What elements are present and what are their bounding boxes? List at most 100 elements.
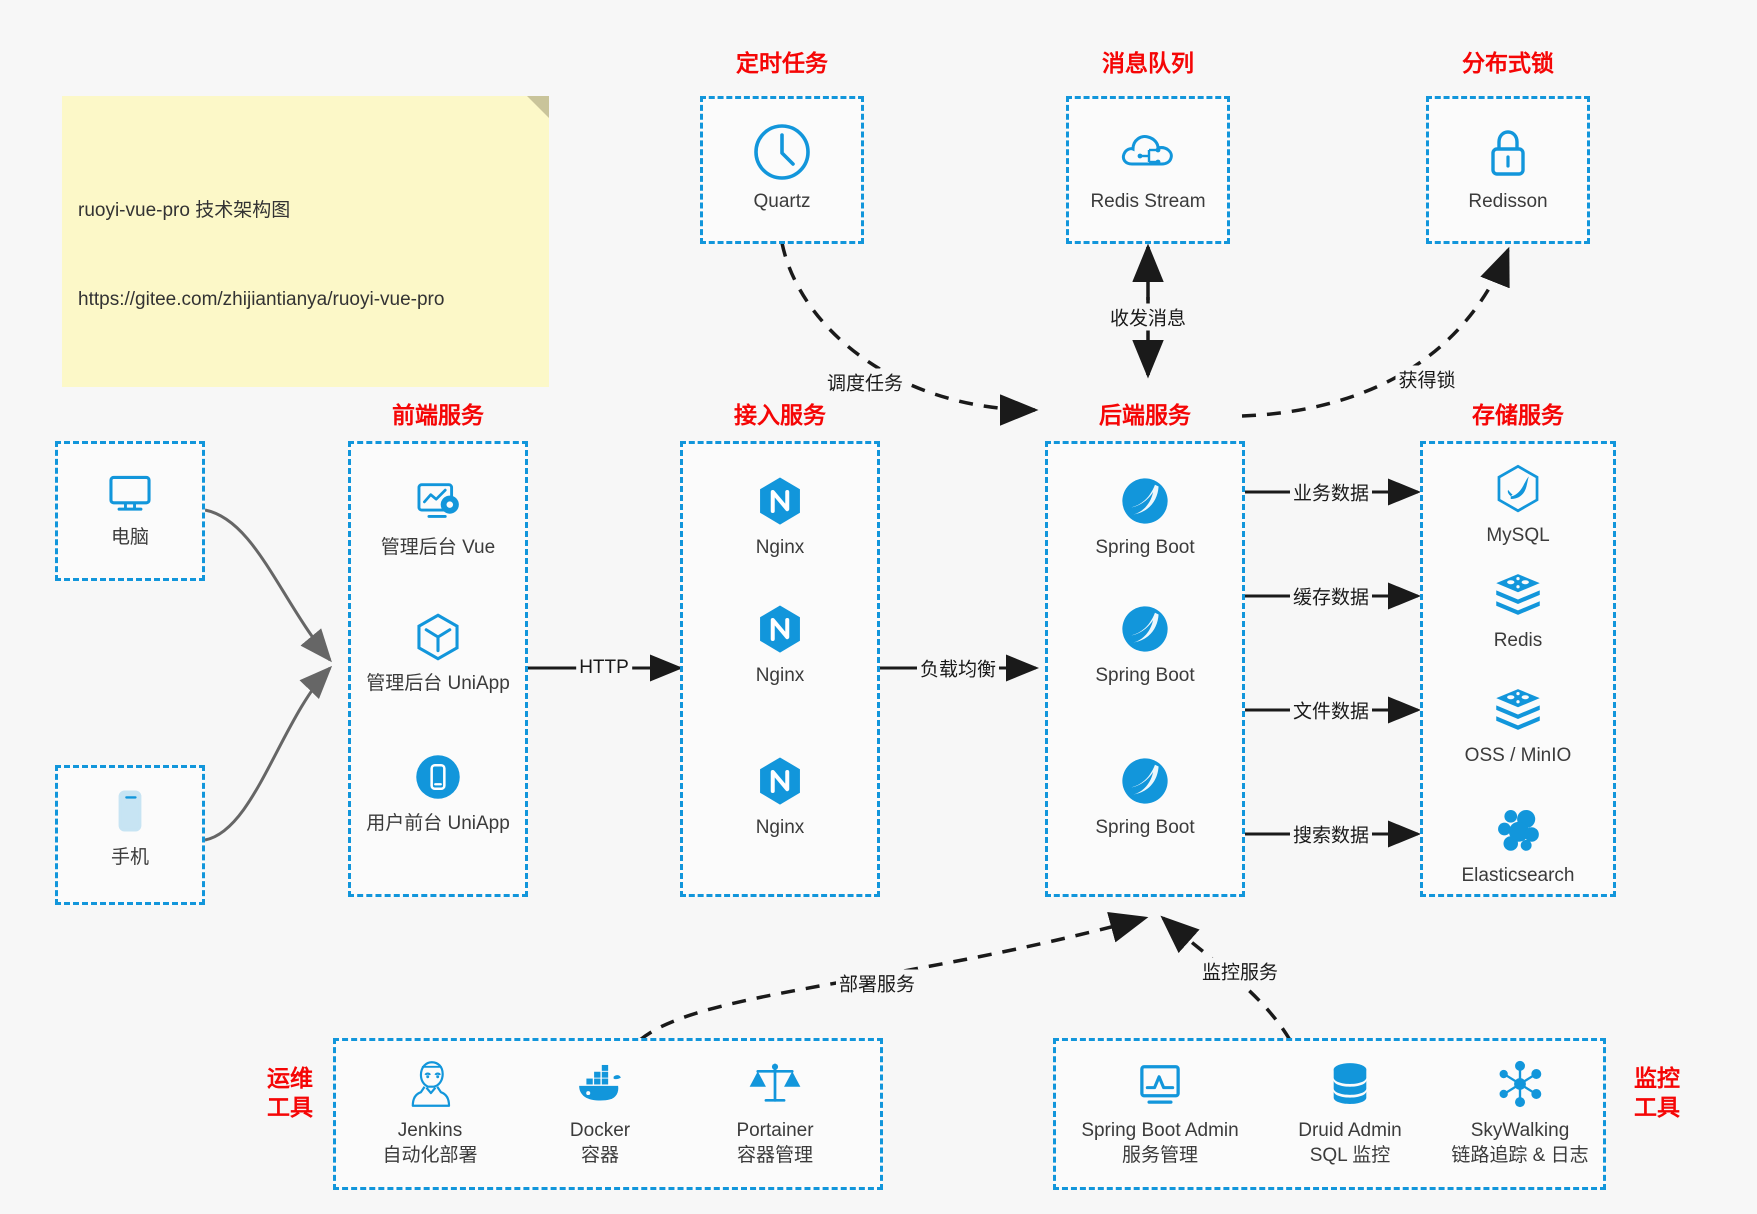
- node-redisson[interactable]: Redisson: [1426, 120, 1590, 215]
- node-spring-boot-3[interactable]: Spring Boot: [1045, 752, 1245, 841]
- node-druid-admin[interactable]: Druid Admin SQL 监控: [1260, 1055, 1440, 1168]
- node-label: Jenkins: [397, 1120, 463, 1141]
- docker-whale-icon: [579, 1064, 621, 1101]
- mobile-app-icon: [416, 755, 460, 799]
- node-admin-uniapp[interactable]: 管理后台 UniApp: [348, 608, 528, 697]
- nginx-icon: [760, 477, 800, 525]
- node-spring-boot-2[interactable]: Spring Boot: [1045, 600, 1245, 689]
- edge-label-cache-data: 缓存数据: [1289, 582, 1373, 610]
- spring-boot-icon: [1122, 758, 1168, 804]
- node-label: Docker: [569, 1120, 631, 1141]
- node-label: Elasticsearch: [1461, 865, 1575, 886]
- note-line-1: ruoyi-vue-pro 技术架构图: [78, 200, 291, 222]
- node-label: Spring Boot: [1095, 537, 1195, 558]
- node-spring-boot-admin[interactable]: Spring Boot Admin 服务管理: [1060, 1055, 1260, 1168]
- group-box-monitor-tools: [1053, 1038, 1606, 1190]
- node-portainer[interactable]: Portainer 容器管理: [690, 1055, 860, 1168]
- note-fold-corner: [527, 96, 549, 118]
- node-label: Portainer: [736, 1120, 814, 1141]
- monitor-title-line2: 工具: [1634, 1093, 1680, 1120]
- node-sublabel: 容器管理: [736, 1144, 813, 1166]
- group-box-message-queue: [1066, 96, 1230, 244]
- node-jenkins[interactable]: Jenkins 自动化部署: [345, 1055, 515, 1168]
- node-label: Nginx: [755, 817, 805, 838]
- edge-label-send-receive-message: 收发消息: [1106, 303, 1190, 331]
- cloud-stream-icon: [1121, 135, 1173, 166]
- node-quartz[interactable]: Quartz: [700, 120, 864, 215]
- group-box-distributed-lock: [1426, 96, 1590, 244]
- node-admin-vue[interactable]: 管理后台 Vue: [348, 472, 528, 561]
- node-sublabel: 自动化部署: [382, 1144, 478, 1166]
- node-redis-stream[interactable]: Redis Stream: [1066, 120, 1230, 215]
- spring-boot-icon: [1122, 478, 1168, 524]
- node-nginx-3[interactable]: Nginx: [680, 752, 880, 841]
- elasticsearch-icon: [1498, 809, 1539, 851]
- node-spring-boot-1[interactable]: Spring Boot: [1045, 472, 1245, 561]
- node-docker[interactable]: Docker 容器: [515, 1055, 685, 1168]
- hexagon-cube-icon: [417, 613, 459, 661]
- edge-label-schedule-task: 调度任务: [823, 368, 907, 396]
- node-label: Redis Stream: [1090, 191, 1206, 212]
- clock-icon: [754, 124, 810, 180]
- nginx-icon: [760, 757, 800, 805]
- ops-title-line1: 运维: [267, 1065, 313, 1091]
- node-label: Spring Boot: [1095, 665, 1195, 686]
- redis-stack-icon: [1496, 574, 1540, 615]
- edge-label-http: HTTP: [576, 657, 632, 679]
- node-label: Redisson: [1468, 191, 1548, 212]
- node-label: Nginx: [755, 537, 805, 558]
- node-label: 电脑: [110, 527, 149, 548]
- node-nginx-1[interactable]: Nginx: [680, 472, 880, 561]
- lock-icon: [1491, 130, 1525, 176]
- group-title-storage: 存储服务: [1472, 402, 1564, 428]
- diagram-note: ruoyi-vue-pro 技术架构图 https://gitee.com/zh…: [62, 96, 549, 387]
- edge-label-deploy-service: 部署服务: [835, 969, 919, 997]
- node-elasticsearch[interactable]: Elasticsearch: [1420, 800, 1616, 889]
- node-mysql[interactable]: MySQL: [1420, 460, 1616, 549]
- edge-label-load-balance: 负载均衡: [916, 654, 1000, 682]
- group-title-distributed-lock: 分布式锁: [1462, 50, 1554, 76]
- edge-label-acquire-lock: 获得锁: [1395, 365, 1459, 393]
- node-label: Nginx: [755, 665, 805, 686]
- group-title-message-queue: 消息队列: [1102, 50, 1194, 76]
- node-mobile[interactable]: 手机: [55, 782, 205, 871]
- ops-title-line2: 工具: [267, 1093, 313, 1120]
- group-box-scheduled-tasks: [700, 96, 864, 244]
- group-box-ops-tools: [333, 1038, 883, 1190]
- node-sublabel: 容器: [580, 1144, 619, 1166]
- node-sublabel: 链路追踪 & 日志: [1451, 1144, 1589, 1166]
- node-label: 管理后台 UniApp: [366, 673, 510, 694]
- monitor-chart-icon: [1140, 1065, 1180, 1104]
- group-title-monitor-tools: 监控 工具: [1622, 1064, 1692, 1122]
- node-label: Druid Admin: [1298, 1120, 1402, 1141]
- node-user-uniapp[interactable]: 用户前台 UniApp: [348, 748, 528, 837]
- node-label: OSS / MinIO: [1464, 745, 1572, 766]
- group-box-client-desktop: [55, 441, 205, 581]
- group-title-ops-tools: 运维 工具: [255, 1064, 325, 1122]
- edge-label-business-data: 业务数据: [1289, 478, 1373, 506]
- node-label: MySQL: [1486, 525, 1550, 546]
- node-label: SkyWalking: [1470, 1120, 1570, 1141]
- edge-label-monitor-service: 监控服务: [1198, 957, 1282, 985]
- mysql-dolphin-icon: [1497, 464, 1539, 513]
- node-redis[interactable]: Redis: [1420, 565, 1616, 654]
- group-title-gateway: 接入服务: [734, 402, 826, 428]
- node-label: 管理后台 Vue: [380, 537, 496, 558]
- desktop-monitor-icon: [109, 475, 151, 511]
- network-nodes-icon: [1499, 1060, 1542, 1108]
- edge-label-search-data: 搜索数据: [1289, 820, 1373, 848]
- node-skywalking[interactable]: SkyWalking 链路追踪 & 日志: [1430, 1055, 1610, 1168]
- node-desktop[interactable]: 电脑: [55, 462, 205, 551]
- node-label: Spring Boot Admin: [1081, 1120, 1239, 1141]
- node-label: 用户前台 UniApp: [366, 813, 510, 834]
- group-box-client-mobile: [55, 765, 205, 905]
- jenkins-butler-icon: [411, 1061, 451, 1107]
- group-title-frontend: 前端服务: [392, 402, 484, 428]
- node-oss-minio[interactable]: OSS / MinIO: [1420, 680, 1616, 769]
- monitor-title-line1: 监控: [1634, 1065, 1680, 1091]
- dashboard-gear-icon: [417, 483, 459, 518]
- node-nginx-2[interactable]: Nginx: [680, 600, 880, 689]
- node-sublabel: SQL 监控: [1309, 1144, 1391, 1166]
- node-label: Redis: [1493, 630, 1543, 651]
